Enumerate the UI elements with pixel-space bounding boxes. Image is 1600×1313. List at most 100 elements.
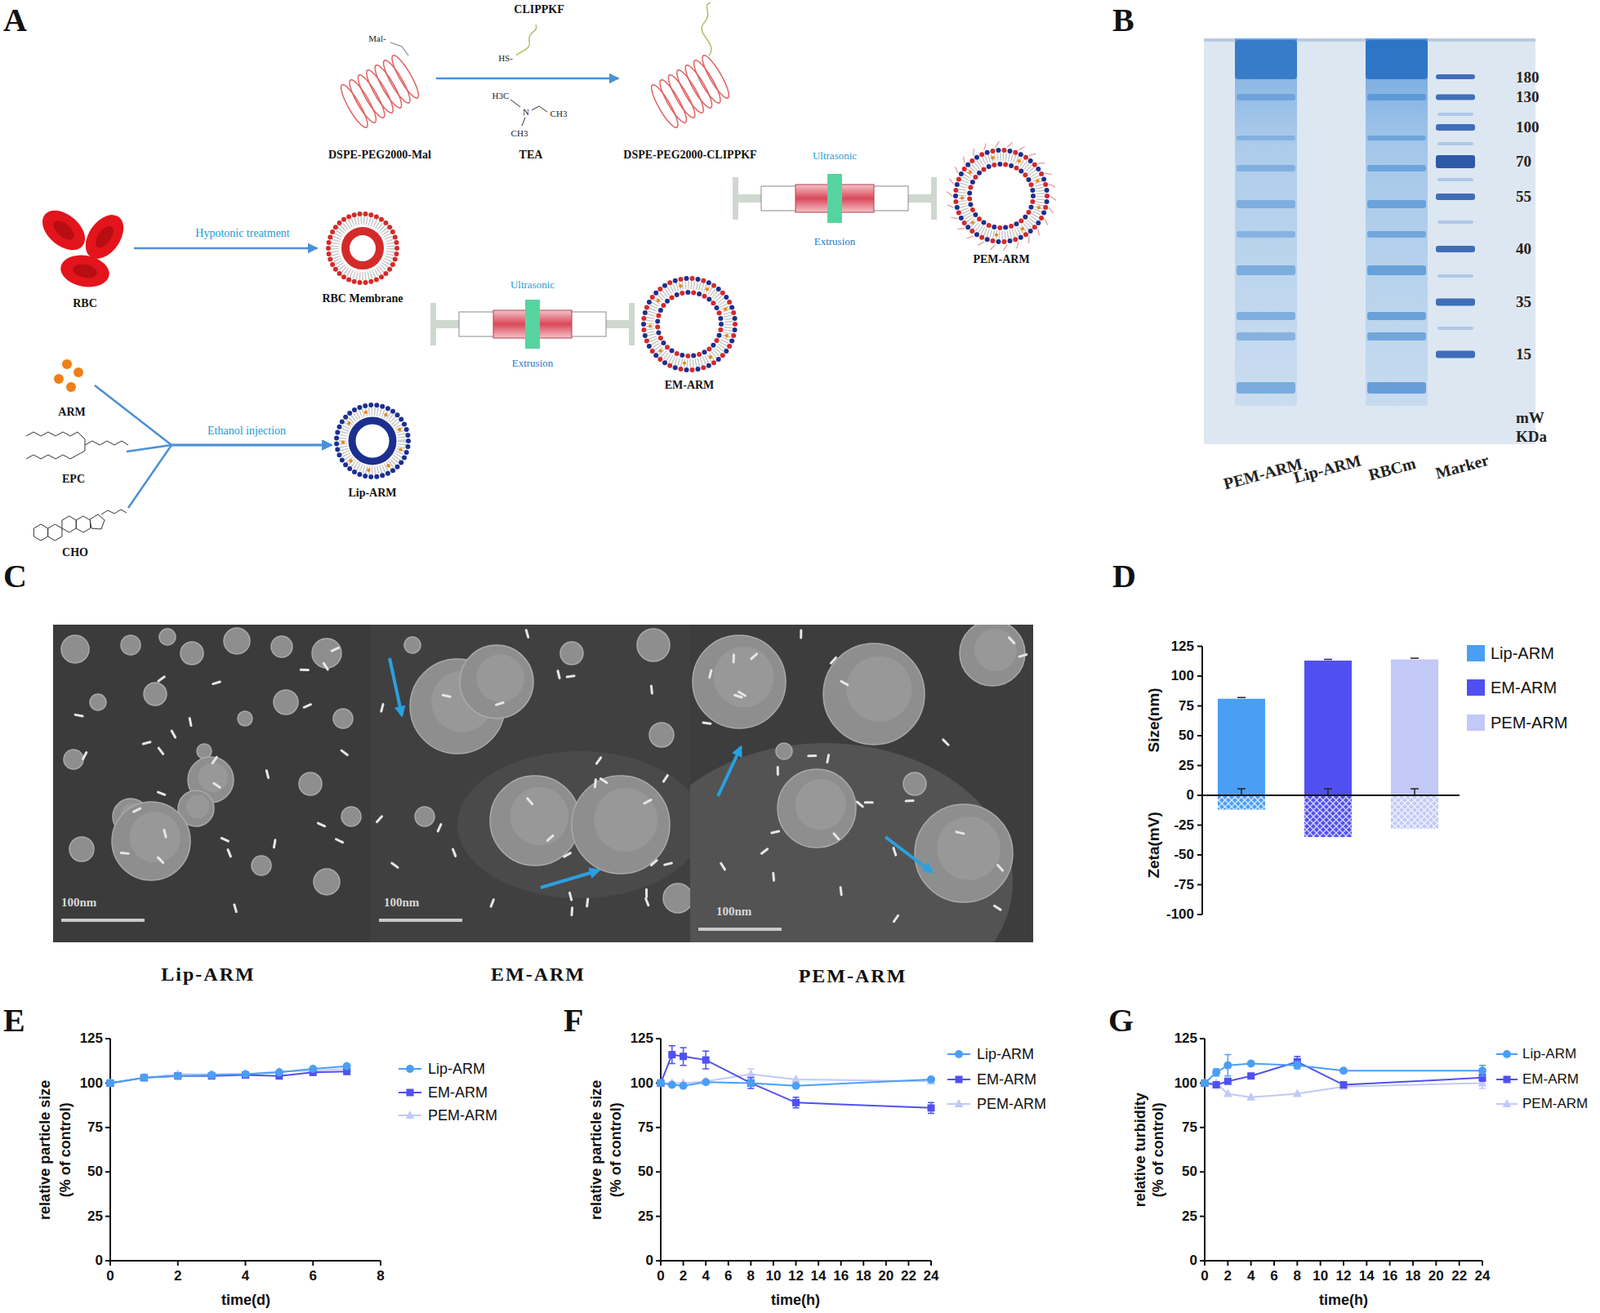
ultrasonic-band <box>827 173 843 223</box>
lipid-head <box>967 185 973 191</box>
lipid-head <box>962 220 968 226</box>
peg-chain <box>990 245 996 250</box>
sds-page-gel <box>1203 38 1536 445</box>
lipid-head <box>347 466 353 472</box>
lipid-head <box>679 290 685 296</box>
lipid-head <box>333 224 339 230</box>
debris <box>708 668 714 679</box>
lipid-head <box>976 170 982 176</box>
lipid-head <box>1042 205 1048 210</box>
lipid-head <box>374 402 379 408</box>
nanoparticle <box>974 628 1017 672</box>
lipid-helix <box>354 72 389 121</box>
debris <box>992 904 1003 912</box>
debris <box>733 693 744 700</box>
debris <box>594 756 602 766</box>
lipid-head <box>685 353 691 359</box>
lipid-head <box>958 215 964 221</box>
peg-chain <box>1044 173 1052 175</box>
axis-tick <box>655 1127 661 1129</box>
panel-letter: E <box>3 1002 26 1040</box>
error-bar <box>1479 1065 1486 1077</box>
axis-title: (% of control) <box>607 1102 625 1198</box>
debris <box>855 800 865 809</box>
lipid-helix <box>681 62 716 112</box>
marker-band <box>1435 351 1476 359</box>
data-marker <box>702 1056 710 1065</box>
debris <box>390 861 400 870</box>
peptide-chain <box>516 24 537 56</box>
lipid-head <box>669 295 675 301</box>
legend-label: Lip-ARM <box>1522 1046 1577 1063</box>
lipid-head <box>326 240 332 246</box>
debris <box>379 703 385 714</box>
panel-letter: F <box>563 1002 584 1040</box>
nanoparticle <box>198 762 228 793</box>
drug-molecule <box>397 427 402 432</box>
lane-label: PEM-ARM <box>1221 454 1304 494</box>
tea-structure <box>510 99 548 126</box>
axis-tick <box>655 1038 661 1040</box>
lipid-head <box>969 158 975 164</box>
drug-molecule <box>386 463 390 468</box>
gel-band <box>1367 93 1427 101</box>
tem-background <box>53 624 371 943</box>
lipid-head <box>700 278 706 284</box>
axis-tick <box>1197 765 1203 767</box>
lipid-head <box>1012 236 1018 242</box>
gel-band <box>1236 164 1296 172</box>
axis-title: (% of control) <box>1149 1102 1168 1198</box>
nanoparticle <box>414 806 435 827</box>
lipid-head <box>392 234 398 240</box>
debris <box>210 755 219 766</box>
axis-tick <box>1226 1261 1229 1266</box>
nanoparticle <box>637 628 670 662</box>
lipid-head <box>352 407 357 413</box>
item-label: Lip-ARM <box>347 486 397 500</box>
lipid-head <box>642 310 648 316</box>
lipid-head <box>352 469 357 475</box>
marker-band <box>1437 274 1474 278</box>
peg-chain <box>1038 162 1046 165</box>
lipid-head <box>970 207 976 213</box>
lipid-head <box>325 245 331 251</box>
lipid-head <box>379 472 385 478</box>
lipid-head <box>404 450 410 455</box>
tick-label: 6 <box>309 1268 317 1285</box>
data-marker <box>747 1079 755 1088</box>
zeta-bar <box>1304 795 1352 838</box>
tem-image <box>53 624 371 943</box>
debris <box>759 847 769 856</box>
axis-tick <box>1199 1127 1205 1129</box>
debris <box>832 832 841 842</box>
nanoparticle <box>69 837 94 862</box>
extruder <box>430 303 437 346</box>
tick-label: 0 <box>1186 787 1195 804</box>
legend-swatch <box>1466 645 1485 662</box>
tick-label: 2 <box>679 1268 687 1285</box>
bar-chart <box>1197 646 1460 916</box>
lipid-head <box>1022 214 1028 220</box>
drug-molecule <box>73 367 84 378</box>
lipid-head <box>1035 220 1041 226</box>
lipid-head <box>717 316 723 321</box>
line-chart <box>655 1038 936 1266</box>
lipid-head <box>385 405 391 411</box>
lipid-head <box>1032 224 1038 230</box>
edge-label: Ethanol injection <box>205 424 288 438</box>
debris <box>156 746 165 756</box>
lipid-tails <box>962 156 1041 236</box>
lipid-head <box>996 147 1002 153</box>
lipid-head <box>1026 177 1032 183</box>
scale-bar-label: 100nm <box>383 895 419 910</box>
process-label: Ultrasonic <box>510 279 555 292</box>
debris <box>593 778 598 789</box>
debris <box>719 861 727 872</box>
schematic <box>26 2 1057 541</box>
lipid-head <box>390 229 396 235</box>
axis-tick <box>1250 1261 1253 1266</box>
tick-label: 18 <box>1405 1268 1422 1285</box>
lipid-head <box>327 257 333 263</box>
lipid-head <box>646 343 652 349</box>
gel-band <box>1236 332 1296 341</box>
